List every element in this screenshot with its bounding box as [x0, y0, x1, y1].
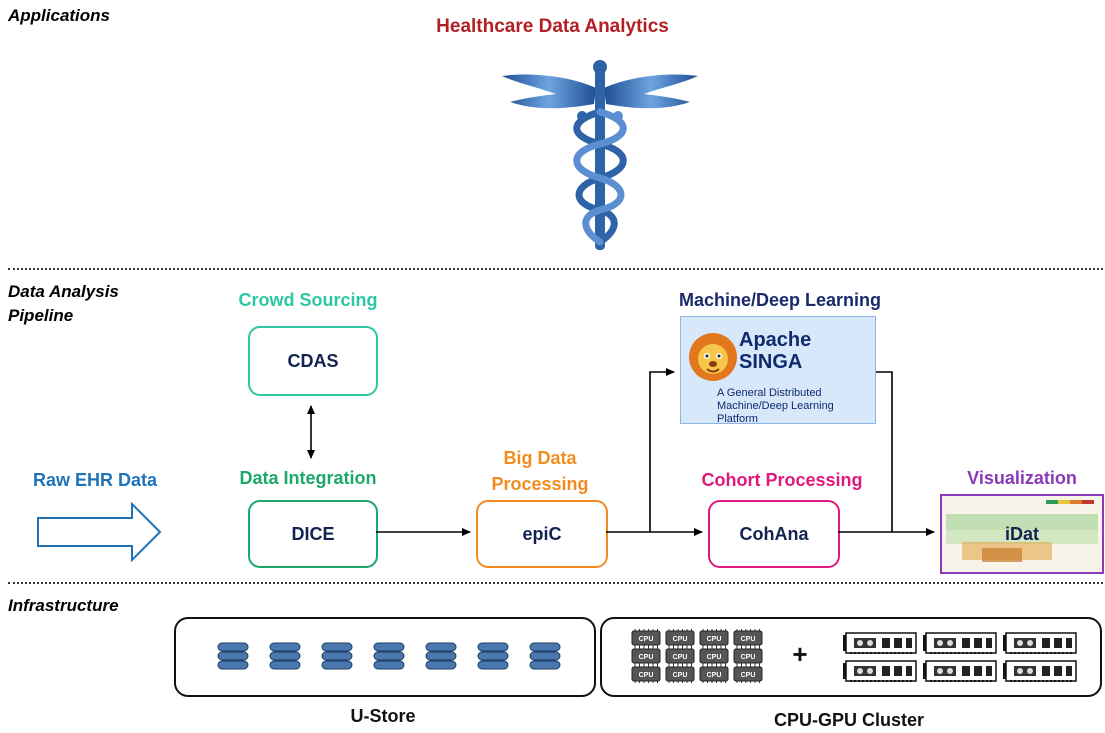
epic-singa-arrow [649, 368, 675, 532]
data-integration-heading: Data Integration [239, 468, 377, 488]
cluster-caption: CPU-GPU Cluster [773, 710, 925, 730]
applications-title: Healthcare Data Analytics [436, 16, 669, 37]
cpu-chip-icon: CPU [665, 647, 695, 665]
ml-heading: Machine/Deep Learning [678, 290, 882, 310]
cohana-box: CohAna [708, 500, 840, 568]
cohana-label: CohAna [739, 523, 809, 544]
idat-panel: iDat [940, 494, 1104, 574]
cpu-chip-icon: CPU [733, 647, 763, 665]
disk-icon [217, 642, 249, 670]
singa-tagline-line2: Machine/Deep Learning Platform [717, 400, 834, 425]
singa-name-line1: Apache [739, 329, 812, 351]
singa-lion-logo-icon [689, 333, 737, 381]
cpu-chip-icon: CPU [699, 647, 729, 665]
disk-icon [425, 642, 457, 670]
cpu-chip-icon: CPU [733, 665, 763, 683]
raw-input-arrow [37, 501, 162, 563]
ustore-box [174, 617, 596, 697]
disk-icon [321, 642, 353, 670]
cpu-chip-label: CPU [741, 636, 756, 643]
cpu-chip-label: CPU [639, 654, 654, 661]
gpu-card-icon [923, 660, 997, 682]
singa-name-line2: SINGA [739, 351, 803, 373]
idat-label: iDat [1004, 524, 1039, 544]
singa-viz-connector [876, 371, 893, 532]
cpu-chip-label: CPU [673, 636, 688, 643]
dice-label: DICE [291, 523, 335, 544]
cpu-chip-label: CPU [707, 672, 722, 679]
singa-tagline: A General Distributed Machine/Deep Learn… [717, 387, 875, 426]
disk-icon [269, 642, 301, 670]
cpu-chip-label: CPU [707, 636, 722, 643]
disk-icon [477, 642, 509, 670]
raw-ehr-label: Raw EHR Data [32, 470, 158, 490]
big-data-heading: Big Data Processing [491, 448, 589, 494]
ustore-caption: U-Store [350, 706, 416, 726]
cpu-chip-label: CPU [673, 672, 688, 679]
cpu-chip-icon: CPU [631, 647, 661, 665]
dice-box: DICE [248, 500, 378, 568]
cpu-chip-icon: CPU [699, 665, 729, 683]
singa-name: Apache SINGA [739, 329, 811, 373]
cpu-chip-label: CPU [639, 636, 654, 643]
gpu-card-icon [843, 632, 917, 654]
singa-tagline-line1: A General Distributed [717, 387, 822, 399]
cpu-chip-icon: CPU [665, 665, 695, 683]
singa-panel: Apache SINGA A General Distributed Machi… [680, 316, 876, 426]
disk-icon [529, 642, 561, 670]
cpu-chip-icon: CPU [631, 665, 661, 683]
separator-pipeline [8, 582, 1103, 584]
gpu-card-icon [923, 632, 997, 654]
caduceus-icon [502, 60, 698, 250]
separator-applications [8, 268, 1103, 270]
cpu-chip-label: CPU [673, 654, 688, 661]
disk-array [217, 642, 561, 670]
cpu-chip-label: CPU [639, 672, 654, 679]
section-pipeline: Data Analysis Pipeline [8, 282, 119, 325]
epic-label: epiC [522, 523, 562, 544]
cohort-heading: Cohort Processing [701, 470, 863, 490]
disk-icon [373, 642, 405, 670]
crowd-sourcing-heading: Crowd Sourcing [238, 290, 378, 310]
cluster-box: CPU CPU CPU CPU CPU CPU CPU CPU CPU CPU CPU CPU + [600, 617, 1102, 697]
cpu-chip-label: CPU [707, 654, 722, 661]
gpu-card-icon [1003, 660, 1077, 682]
viz-heading: Visualization [967, 468, 1077, 488]
plus-sign: + [792, 639, 808, 669]
cpu-chip-label: CPU [741, 654, 756, 661]
cpu-chip-icon: CPU [665, 629, 695, 647]
cpu-chip-icon: CPU [699, 629, 729, 647]
cpu-chip-icon: CPU [631, 629, 661, 647]
gpu-card-icon [843, 660, 917, 682]
cdas-label: CDAS [287, 350, 339, 371]
epic-box: epiC [476, 500, 608, 568]
section-applications: Applications [8, 6, 111, 25]
idat-scatter-thumbnail [946, 500, 1098, 562]
section-infrastructure: Infrastructure [8, 596, 119, 615]
cpu-chip-label: CPU [741, 672, 756, 679]
gpu-card-icon [1003, 632, 1077, 654]
cluster-hardware: CPU CPU CPU CPU CPU CPU CPU CPU CPU CPU CPU CPU [631, 629, 1077, 683]
cdas-box: CDAS [248, 326, 378, 396]
cpu-chip-icon: CPU [733, 629, 763, 647]
